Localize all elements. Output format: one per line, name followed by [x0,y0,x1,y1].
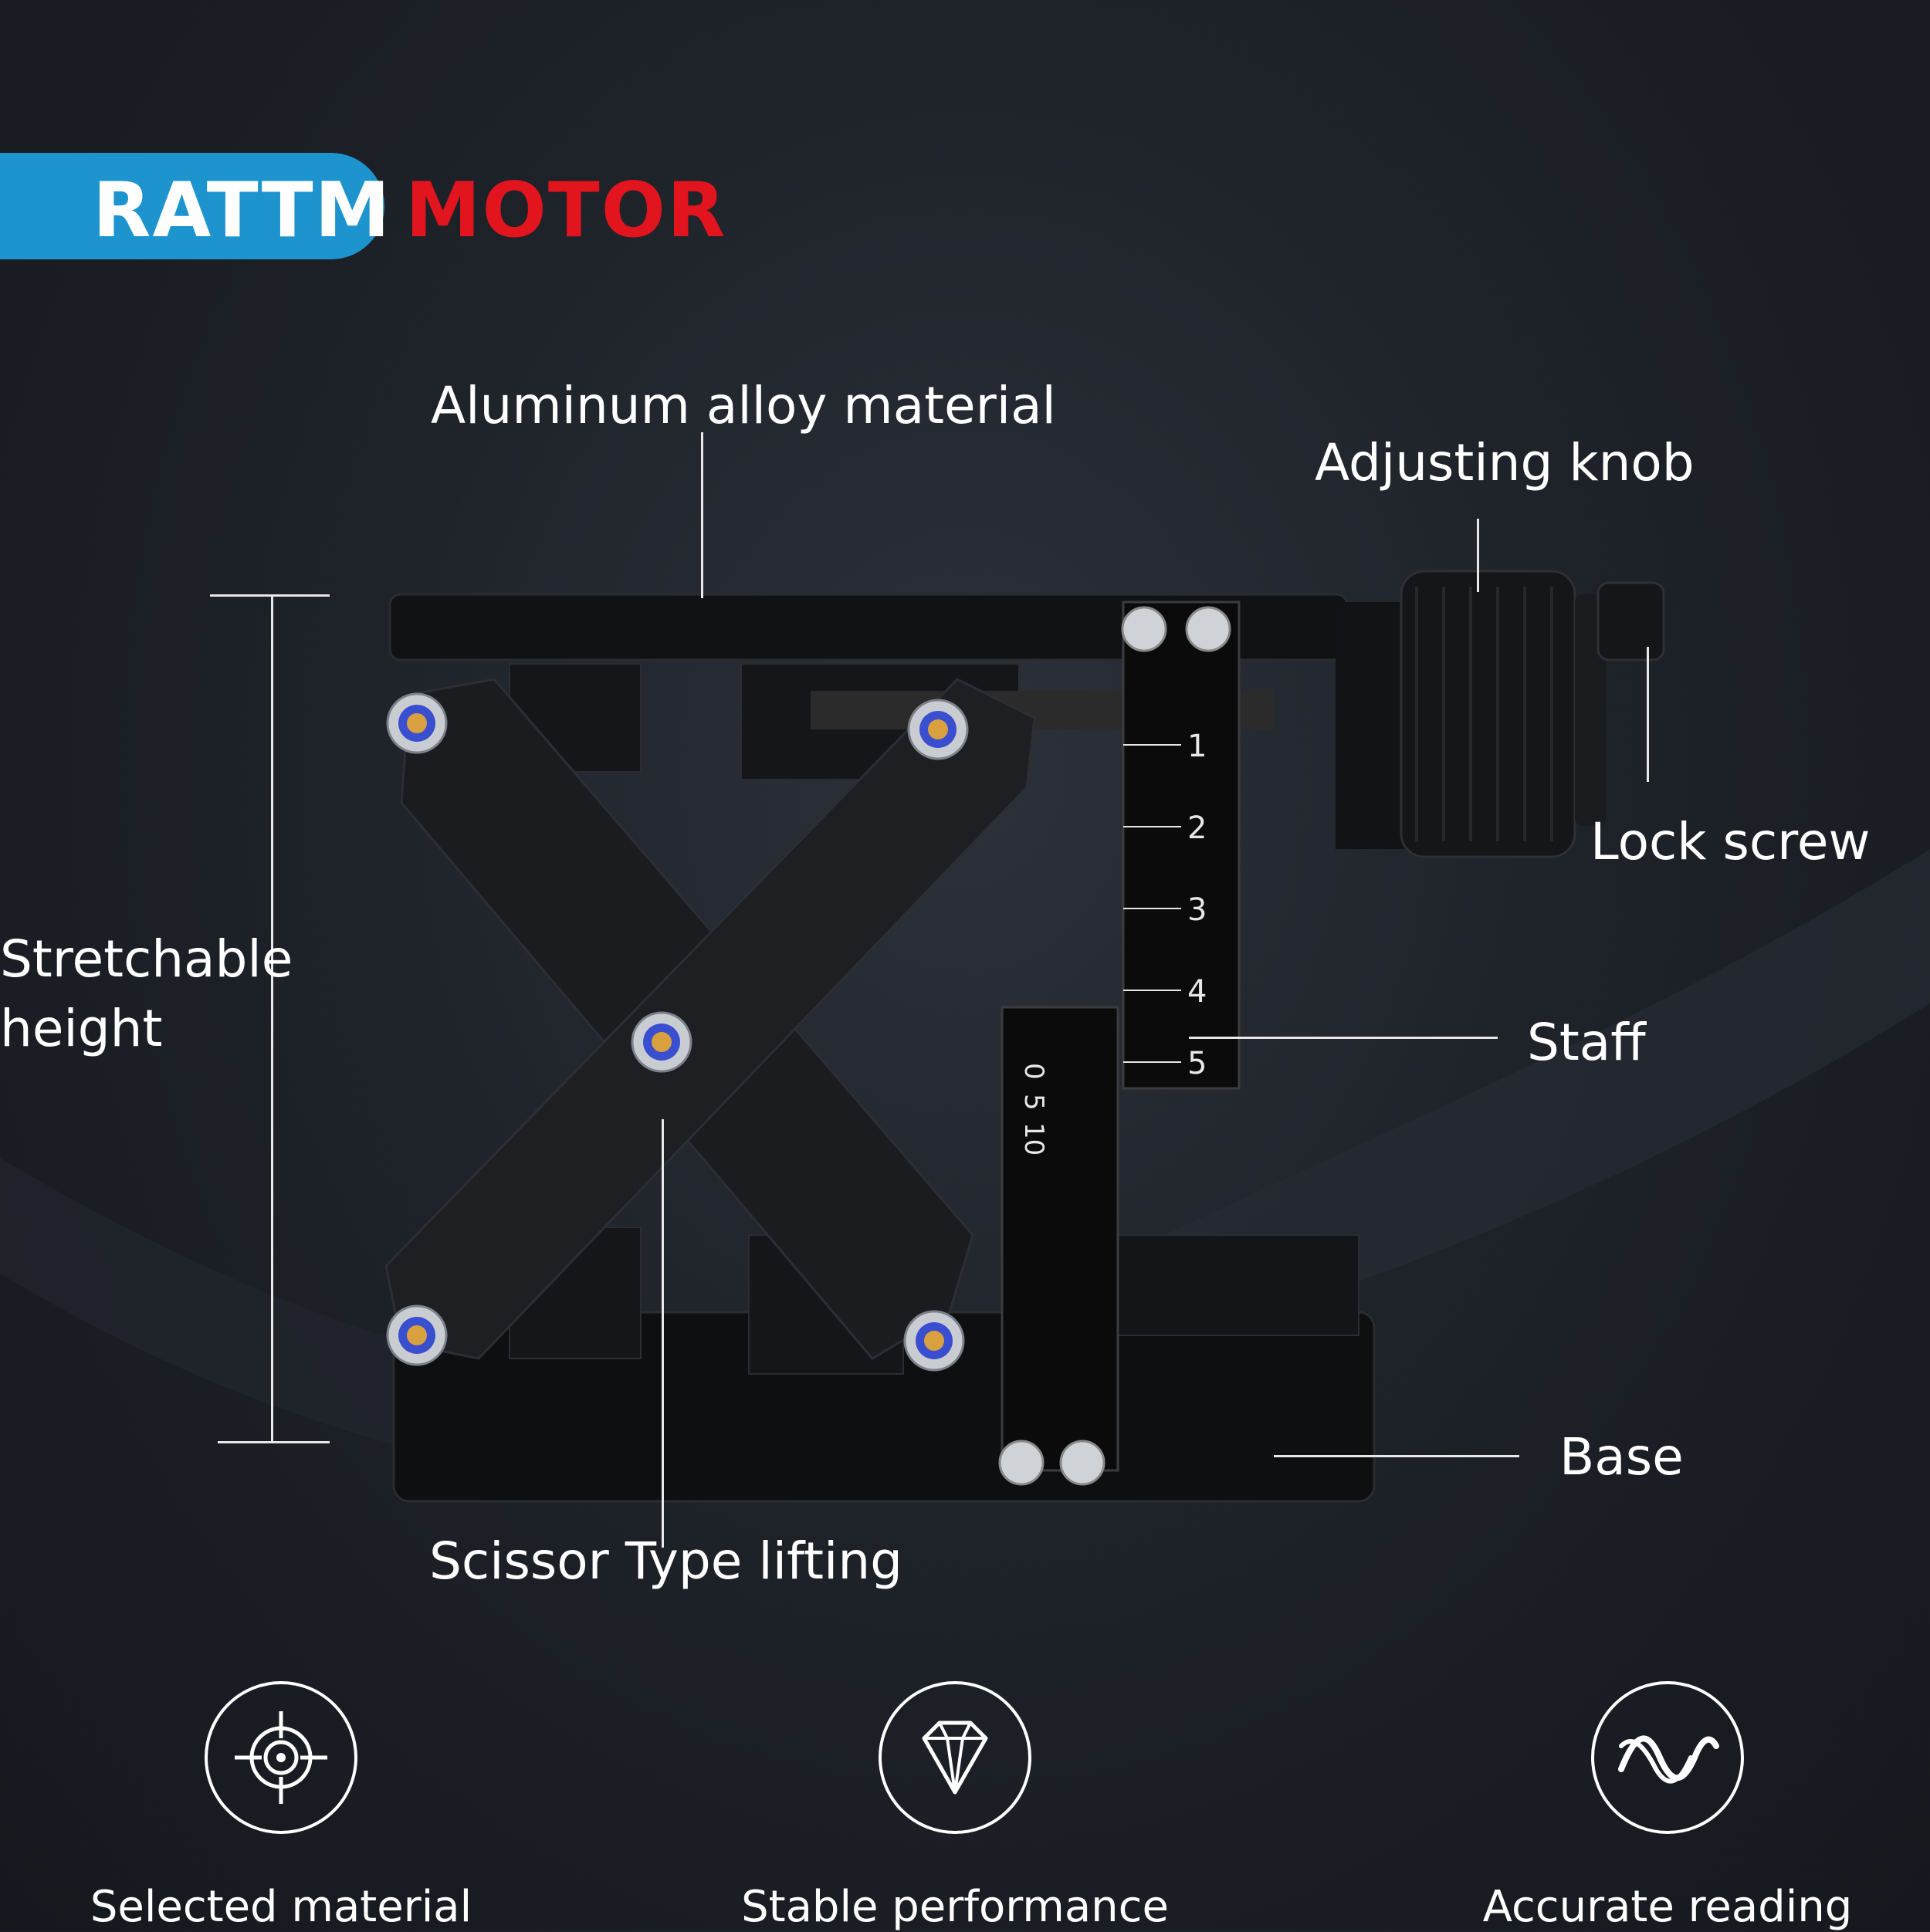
callout-line-base [1274,1455,1519,1457]
lab-jack-product-image: 1 2 3 4 5 0 5 10 [384,570,1665,1503]
label-base: Base [1559,1427,1684,1487]
brand-logo: RATTM MOTOR [0,153,725,259]
callout-line-lock [1647,647,1649,782]
height-bracket-top [210,594,330,597]
height-bracket-vertical [271,594,273,1443]
vernier-tick-10: 10 [1018,1122,1049,1155]
label-scissor: Scissor Type lifting [429,1531,903,1591]
staff-tick-1: 1 [1187,729,1207,764]
staff-tick-5: 5 [1187,1046,1207,1081]
brand-name-rattm: RATTM [93,167,392,255]
staff-tick-4: 4 [1187,974,1207,1010]
label-aluminum: Aluminum alloy material [431,376,1056,435]
diamond-icon [879,1681,1031,1834]
callout-line-staff [1189,1037,1498,1039]
label-staff: Staff [1527,1013,1646,1072]
callout-line-knob [1477,519,1479,592]
staff-tick-3: 3 [1187,892,1207,928]
label-height: height [0,999,163,1058]
label-adjusting-knob: Adjusting knob [1315,433,1695,492]
feature-label: Stable performance [741,1882,1169,1932]
feature-label: Selected material [90,1882,472,1932]
callout-line-scissor [662,1119,664,1548]
label-stretchable: Stretchable [0,929,293,989]
vernier-tick-0: 0 [1018,1063,1049,1080]
wave-icon [1591,1681,1744,1834]
feature-label: Accurate reading [1482,1882,1853,1932]
brand-name-motor: MOTOR [405,167,727,255]
label-lock-screw: Lock screw [1590,812,1871,871]
height-bracket-bottom [218,1441,330,1443]
brand-pill [0,153,384,259]
target-icon [205,1681,357,1834]
callout-line-aluminum [701,432,703,598]
feature-selected-material: Selected material [49,1681,513,1932]
vernier-tick-5: 5 [1018,1094,1049,1111]
feature-accurate-reading: Accurate reading [1436,1681,1899,1932]
staff-tick-2: 2 [1187,810,1207,846]
feature-stable-performance: Stable performance [723,1681,1187,1932]
